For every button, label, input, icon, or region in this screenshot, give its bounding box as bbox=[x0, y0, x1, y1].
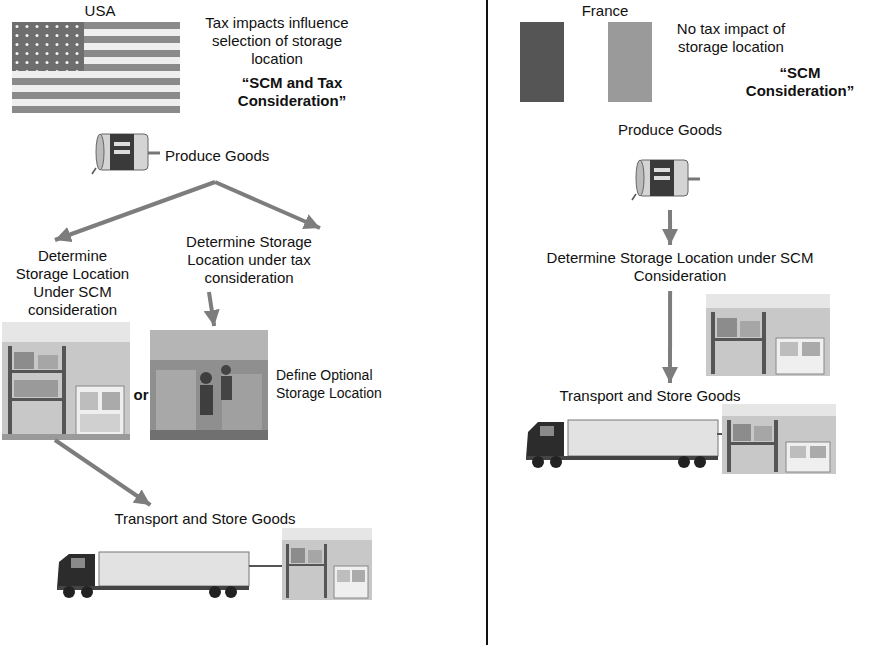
process-step: Transport and Store Goods bbox=[550, 383, 750, 409]
flow-arrow bbox=[215, 182, 320, 228]
process-step: Determine Storage Location under SCM Con… bbox=[515, 245, 845, 291]
process-step: Define Optional Storage Location bbox=[148, 326, 393, 444]
step-text: Determine Storage Location Under SCM con… bbox=[10, 247, 135, 319]
step-text: Determine Storage Location under tax con… bbox=[158, 233, 340, 287]
link-line bbox=[717, 433, 722, 435]
step-text: Define Optional Storage Location bbox=[276, 366, 391, 402]
or-label: or bbox=[132, 386, 150, 404]
warehouse-picture bbox=[282, 528, 372, 600]
process-step: Produce Goods bbox=[612, 118, 728, 210]
country-label: USA bbox=[65, 2, 135, 20]
warehouse-picture bbox=[706, 294, 830, 376]
note-text: Tax impacts influence selection of stora… bbox=[192, 14, 362, 68]
step-text: Determine Storage Location under SCM Con… bbox=[515, 249, 845, 285]
flow-arrow bbox=[55, 440, 150, 505]
divider-line bbox=[486, 0, 488, 645]
process-step: Transport and Store Goods bbox=[100, 505, 310, 532]
flow-arrow bbox=[55, 182, 215, 240]
france-flag bbox=[520, 22, 652, 102]
heading-text: “SCM Consideration” bbox=[730, 64, 870, 100]
process-step: Determine Storage Location Under SCM con… bbox=[5, 240, 140, 440]
link-line bbox=[249, 565, 282, 567]
country-label: France bbox=[567, 2, 643, 20]
flow-arrow bbox=[209, 292, 214, 326]
truck-picture bbox=[526, 420, 718, 468]
step-text: Produce Goods bbox=[612, 121, 728, 139]
truck-picture bbox=[57, 552, 249, 598]
step-text: Transport and Store Goods bbox=[550, 387, 750, 405]
step-text: Produce Goods bbox=[165, 147, 277, 165]
process-step: Determine Storage Location under tax con… bbox=[158, 228, 340, 292]
step-text: Transport and Store Goods bbox=[100, 510, 310, 528]
motor-picture bbox=[632, 160, 700, 200]
note-text: No tax impact of storage location bbox=[656, 20, 806, 56]
heading-text: “SCM and Tax Consideration” bbox=[222, 74, 362, 110]
warehouse-picture bbox=[722, 404, 836, 474]
usa-flag bbox=[12, 22, 180, 113]
flow-arrow bbox=[668, 210, 672, 245]
flow-arrow bbox=[668, 291, 672, 383]
storage-picture bbox=[150, 330, 268, 440]
process-step: Produce Goods bbox=[90, 125, 280, 182]
motor-picture bbox=[92, 134, 160, 174]
warehouse-picture bbox=[2, 322, 130, 440]
